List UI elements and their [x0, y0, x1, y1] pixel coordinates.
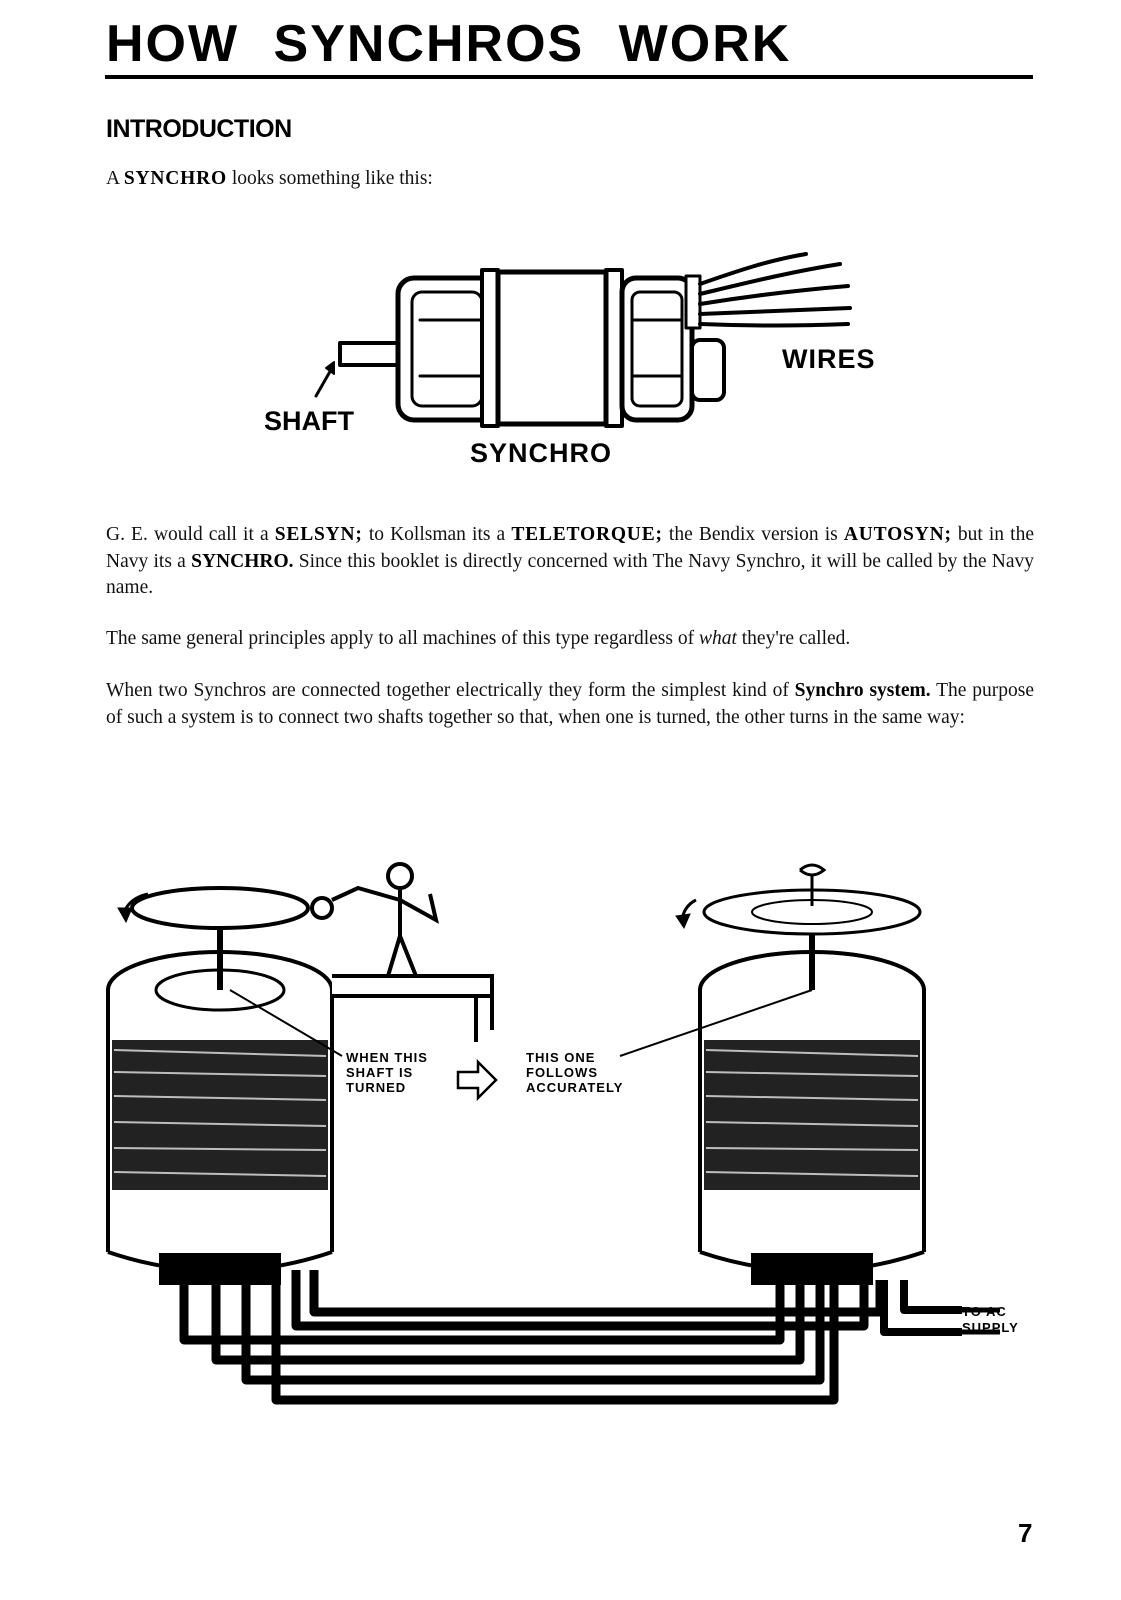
leader-lines: [229, 989, 813, 1057]
connecting-wires: [179, 1270, 1000, 1405]
names-text-3: the Bendix version is: [662, 524, 844, 545]
section-heading: INTRODUCTION: [106, 115, 292, 143]
system-text-before: When two Synchros are connected together…: [106, 680, 795, 701]
wires-label: WIRES: [782, 344, 876, 374]
term-synchro: SYNCHRO.: [191, 550, 294, 572]
principles-text-before: The same general principles apply to all…: [106, 628, 699, 649]
intro-text-before: A: [106, 168, 124, 189]
names-text-2: to Kollsman its a: [362, 524, 512, 545]
right-caption-line-1: THIS ONE: [526, 1050, 595, 1065]
intro-text-after: looks something like this:: [227, 168, 433, 189]
synchro-label: SYNCHRO: [470, 438, 612, 468]
synchro-body-drawing: [314, 252, 852, 428]
system-paragraph: When two Synchros are connected together…: [106, 678, 1034, 731]
ac-supply-caption: TO AC SUPPLY: [962, 1304, 1019, 1335]
page-number: 7: [1018, 1518, 1033, 1548]
system-text-after: The purpose of such a system is to conne…: [106, 680, 1035, 728]
names-text-4: but in the Navy its a: [106, 524, 1034, 572]
term-selsyn: SELSYN;: [274, 524, 363, 545]
principles-paragraph: The same general principles apply to all…: [106, 626, 1034, 653]
right-caption: THIS ONE FOLLOWS ACCURATELY: [526, 1050, 623, 1095]
principles-text-after: they're called.: [736, 628, 851, 649]
intro-term-synchro: SYNCHRO: [123, 168, 228, 189]
left-caption: WHEN THIS SHAFT IS TURNED: [346, 1050, 428, 1095]
left-caption-line-3: TURNED: [346, 1080, 406, 1095]
synchro-system-illustration: WHEN THIS SHAFT IS TURNED THIS ONE FOLLO…: [106, 862, 1019, 1405]
names-text-5: Since this booklet is directly concerned…: [106, 550, 1034, 599]
intro-paragraph: A SYNCHRO looks something like this:: [106, 166, 1034, 193]
system-term: Synchro system.: [794, 680, 931, 701]
ac-supply-line-1: TO AC: [962, 1304, 1007, 1319]
term-autosyn: AUTOSYN;: [843, 524, 952, 545]
left-synchro-drawing: [106, 886, 334, 1285]
title-rule: [105, 75, 1033, 79]
term-teletorque: TELETORQUE;: [511, 524, 663, 545]
right-caption-line-2: FOLLOWS: [526, 1065, 598, 1080]
names-paragraph: G. E. would call it a SELSYN; to Kollsma…: [106, 522, 1034, 602]
ac-supply-line-2: SUPPLY: [962, 1320, 1019, 1335]
right-synchro-drawing: [675, 863, 926, 1285]
principles-emphasis: what: [698, 628, 737, 649]
follows-arrow-icon: [456, 1058, 498, 1102]
left-caption-line-2: SHAFT IS: [346, 1065, 413, 1080]
synchro-illustration: SHAFT SYNCHRO WIRES: [264, 252, 876, 468]
right-caption-line-3: ACCURATELY: [526, 1080, 623, 1095]
operator-bench-drawing: [310, 862, 494, 1042]
names-text-1: G. E. would call it a: [106, 524, 275, 545]
page-title: HOW SYNCHROS WORK: [106, 15, 792, 73]
shaft-label: SHAFT: [264, 406, 354, 436]
left-caption-line-1: WHEN THIS: [346, 1050, 428, 1065]
